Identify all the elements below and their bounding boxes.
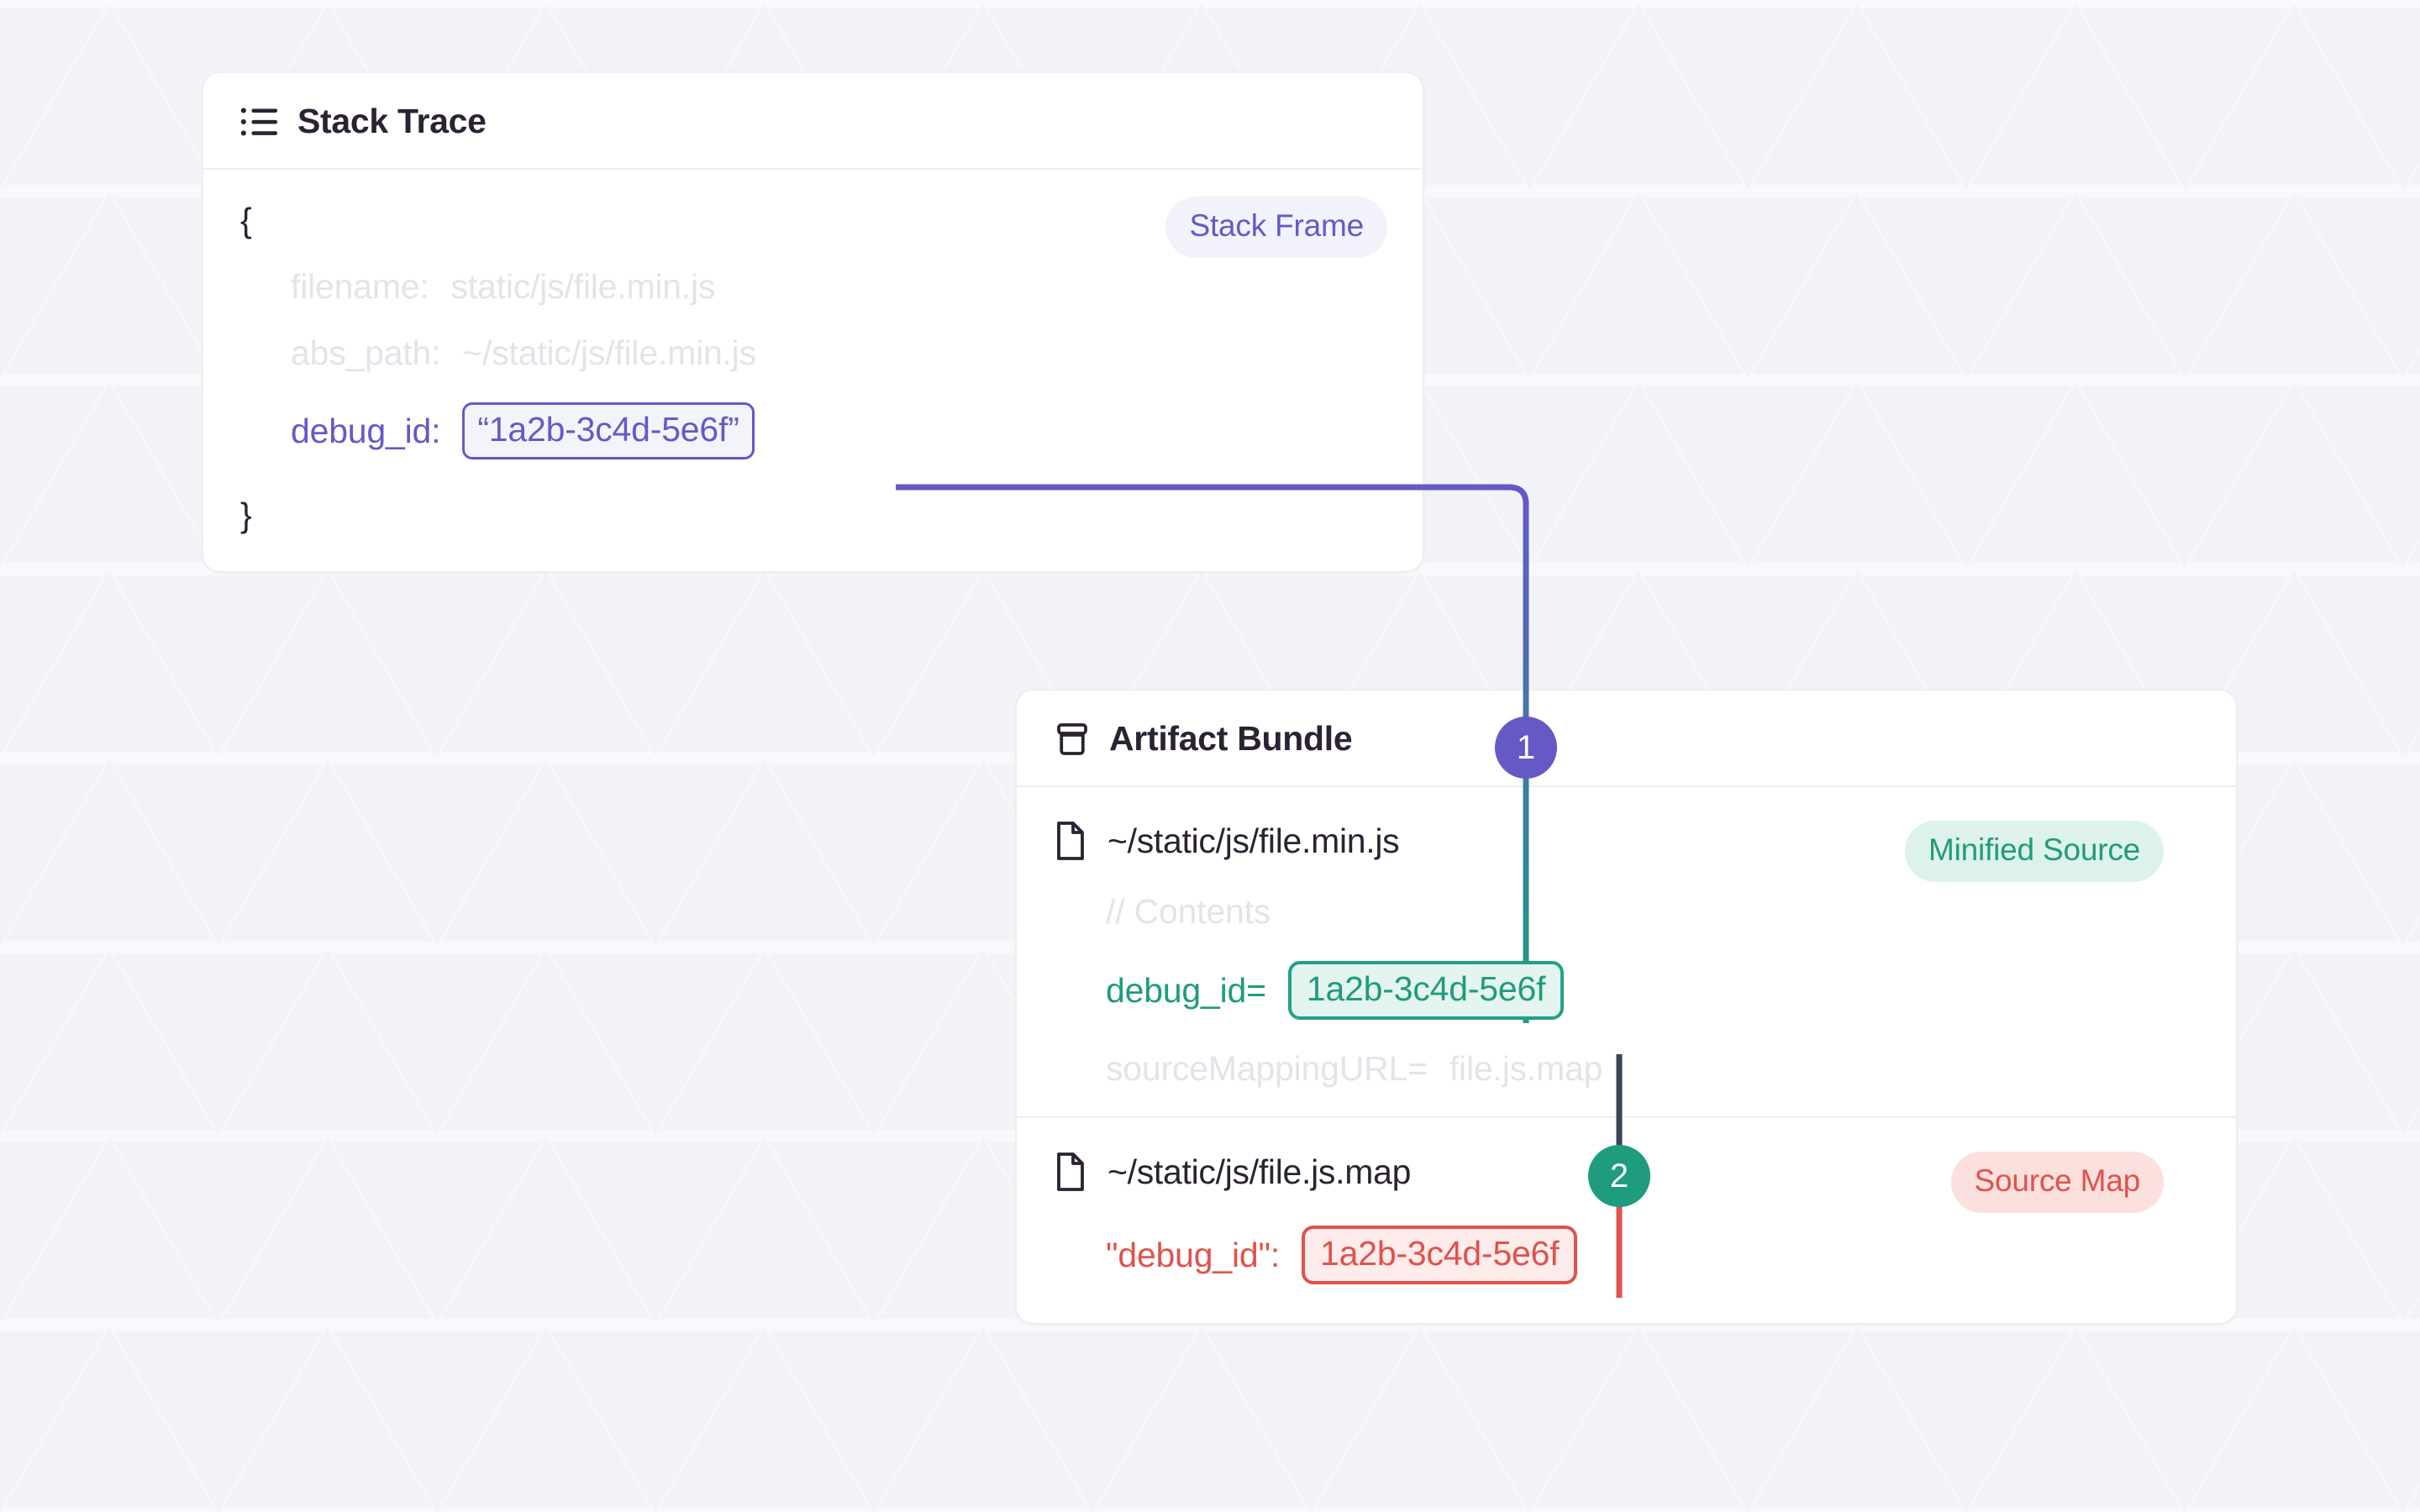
step-2-badge: 2 bbox=[1588, 1145, 1650, 1207]
step-1-badge: 1 bbox=[1495, 717, 1557, 779]
source-mapping-url-value: file.js.map bbox=[1449, 1049, 1603, 1088]
artifact-bundle-header: Artifact Bundle bbox=[1017, 690, 2236, 787]
field-abs-path-value: ~/static/js/file.min.js bbox=[462, 333, 756, 372]
open-brace: { bbox=[240, 201, 252, 239]
source-map-debug-id-value[interactable]: 1a2b-3c4d-5e6f bbox=[1302, 1226, 1578, 1284]
file-icon bbox=[1057, 1152, 1084, 1191]
field-filename-key: filename: bbox=[291, 267, 429, 306]
archive-icon bbox=[1057, 722, 1087, 755]
source-map-badge: Source Map bbox=[1950, 1152, 2164, 1213]
source-map-debug-id-line: "debug_id": 1a2b-3c4d-5e6f bbox=[1054, 1226, 2199, 1284]
source-mapping-url-line: sourceMappingURL= file.js.map bbox=[1054, 1052, 2199, 1086]
minified-source-badge: Minified Source bbox=[1904, 821, 2164, 882]
stack-frame-badge: Stack Frame bbox=[1165, 197, 1387, 258]
file-row-minified-source: Minified Source ~/static/js/file.min.js … bbox=[1054, 821, 2199, 1086]
minified-source-file-name: ~/static/js/file.min.js bbox=[1107, 821, 1400, 860]
field-filename-value: static/js/file.min.js bbox=[450, 267, 716, 306]
field-debug-id-key: debug_id: bbox=[291, 411, 441, 450]
file-icon bbox=[1057, 822, 1084, 860]
source-map-debug-id-key: "debug_id": bbox=[1106, 1235, 1281, 1274]
minified-contents-comment: // Contents bbox=[1106, 892, 1271, 931]
field-debug-id: debug_id: “1a2b-3c4d-5e6f” bbox=[240, 402, 1386, 459]
source-map-file-name: ~/static/js/file.js.map bbox=[1107, 1152, 1412, 1191]
field-filename: filename: static/js/file.min.js bbox=[240, 270, 1386, 304]
stack-trace-header: Stack Trace bbox=[203, 73, 1423, 170]
artifact-bundle-card: Artifact Bundle Minified Source ~/static… bbox=[1015, 689, 2238, 1325]
field-abs-path: abs_path: ~/static/js/file.min.js bbox=[240, 336, 1386, 370]
file-row-source-map: Source Map ~/static/js/file.js.map "debu… bbox=[1054, 1152, 2199, 1284]
field-debug-id-value[interactable]: “1a2b-3c4d-5e6f” bbox=[462, 402, 755, 459]
minified-debug-id-value[interactable]: 1a2b-3c4d-5e6f bbox=[1287, 961, 1565, 1020]
close-brace: } bbox=[240, 496, 252, 534]
minified-debug-id-key: debug_id= bbox=[1106, 970, 1266, 1010]
stack-trace-card: Stack Trace Stack Frame { filename: stat… bbox=[202, 71, 1424, 573]
artifact-bundle-body: Minified Source ~/static/js/file.min.js … bbox=[1017, 787, 2236, 1323]
source-map-file-head: ~/static/js/file.js.map bbox=[1054, 1152, 2199, 1192]
field-abs-path-key: abs_path: bbox=[291, 333, 441, 372]
minified-debug-id-line: debug_id= 1a2b-3c4d-5e6f bbox=[1054, 961, 2199, 1020]
list-icon bbox=[240, 108, 278, 135]
stack-trace-body: Stack Frame { filename: static/js/file.m… bbox=[203, 170, 1423, 571]
file-list-divider bbox=[1017, 1116, 2236, 1118]
source-mapping-url-key: sourceMappingURL= bbox=[1106, 1049, 1428, 1088]
artifact-bundle-title: Artifact Bundle bbox=[1109, 719, 1353, 758]
stack-trace-title: Stack Trace bbox=[297, 102, 487, 140]
